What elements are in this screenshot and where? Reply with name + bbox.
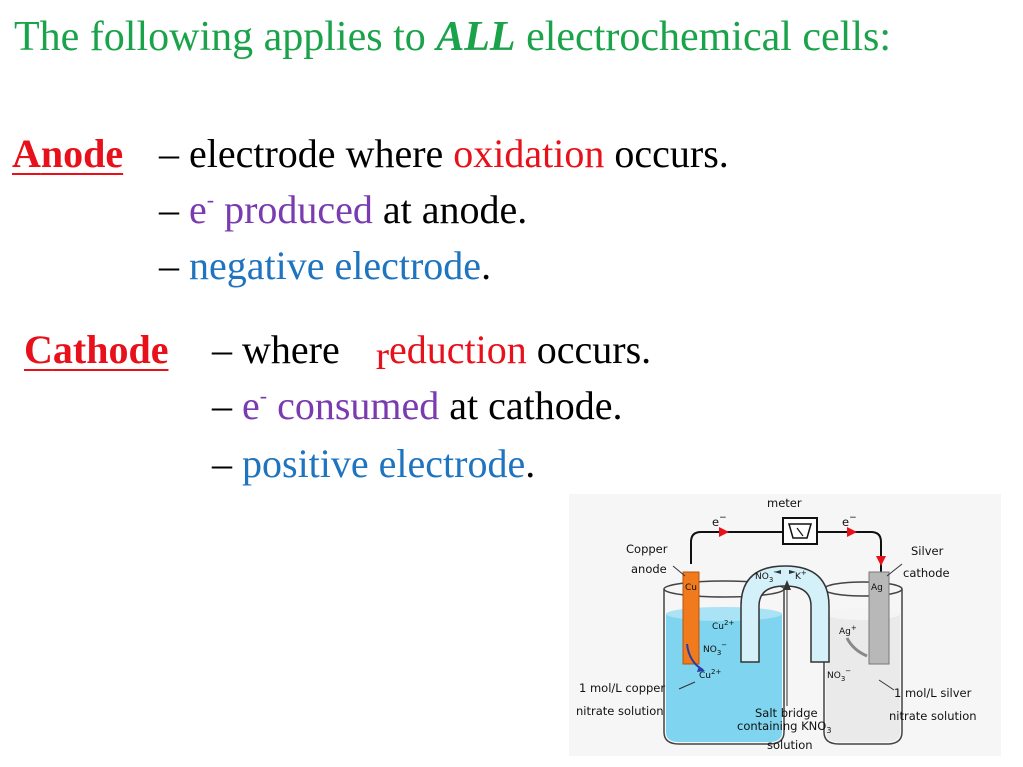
electron-label-right: e− [842, 513, 857, 529]
silver-electrode-label: Ag [871, 583, 883, 593]
cathode-label: cathode [903, 566, 950, 580]
no3-ion-left-label: NO3− [703, 641, 727, 657]
cathode-line-2: – e- consumed at cathode. [212, 383, 623, 428]
right-beaker-rim [823, 581, 903, 597]
anode-term: Anode [12, 131, 124, 176]
right-beaker [823, 589, 903, 745]
cathode-term: Cathode [24, 327, 169, 372]
silver-electrode [868, 571, 890, 665]
electron-label-left: e− [712, 513, 727, 529]
anode-callout-line [672, 565, 686, 577]
left-solution-callout [678, 681, 696, 690]
galvanic-cell-svg: meter e− e− NO3− K+ Cu Ag Cu2+ NO3− Cu2+… [576, 496, 977, 752]
salt-bridge [740, 565, 830, 663]
right-solution-label-2: nitrate solution [889, 709, 977, 723]
page-title: The following applies to ALL electrochem… [14, 14, 892, 60]
electron-arrow-left [719, 527, 729, 537]
ag-ion-arrow [845, 637, 868, 658]
meter-label: meter [767, 496, 802, 510]
silver-label: Silver [911, 544, 944, 558]
bridge-k-label: K+ [795, 569, 807, 582]
bridge-label-1: Salt bridge [755, 706, 818, 720]
copper-label: Copper [626, 542, 668, 556]
left-beaker [663, 589, 785, 745]
ag-ion-label: Ag+ [839, 624, 857, 637]
anode-line-1: – electrode where oxidation occurs. [159, 131, 729, 176]
cu2-bottom-label: Cu2+ [699, 668, 721, 681]
meter-dial [788, 523, 812, 539]
left-solution-label-1: 1 mol/L copper [579, 681, 665, 695]
no3-ion-right-label: NO3− [827, 667, 851, 683]
left-solution-label-2: nitrate solution [576, 704, 664, 718]
electron-arrow-right [847, 527, 857, 537]
cathode-callout-line [886, 563, 903, 577]
bridge-label-3: solution [767, 738, 813, 752]
electron-arrow-down [876, 556, 886, 566]
bridge-arrow-right [789, 570, 796, 574]
bridge-label-2: containing KNO3 [737, 719, 831, 735]
cathode-line-3: – positive electrode. [212, 441, 536, 486]
left-wire [690, 531, 783, 564]
cu2-ion-label: Cu2+ [712, 619, 734, 632]
bridge-callout-arrowhead [783, 580, 791, 590]
right-wire [817, 531, 882, 578]
copper-electrode [682, 571, 700, 665]
copper-electrode-label: Cu [685, 583, 697, 593]
right-solution-label-1: 1 mol/L silver [894, 686, 972, 700]
right-solution-callout [878, 679, 895, 691]
anode-label: anode [631, 562, 667, 576]
cathode-line-1: – where reduction occurs. [212, 327, 652, 378]
galvanic-cell-diagram: meter e− e− NO3− K+ Cu Ag Cu2+ NO3− Cu2+… [569, 494, 1001, 756]
cu-ion-arrowhead [697, 666, 705, 672]
meter-box [782, 517, 818, 545]
meter-needle [796, 527, 804, 537]
anode-line-3: – negative electrode. [159, 243, 492, 288]
anode-line-2: – e- produced at anode. [159, 187, 528, 232]
bridge-arrow-left [774, 570, 781, 574]
